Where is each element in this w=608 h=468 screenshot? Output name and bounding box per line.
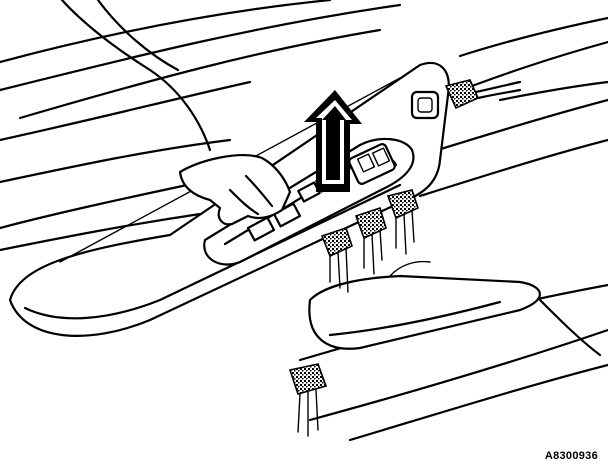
connector-icon — [386, 189, 419, 255]
connector-icon — [354, 206, 387, 275]
arrow-up-icon — [304, 90, 362, 192]
connector-icon — [444, 79, 522, 110]
door-pull-cup — [308, 260, 541, 350]
hand — [60, 0, 292, 226]
figure-id-label: A8300936 — [544, 450, 598, 462]
connector-icon — [320, 226, 353, 293]
switch-panel — [203, 90, 440, 266]
connector-icon — [288, 363, 328, 437]
